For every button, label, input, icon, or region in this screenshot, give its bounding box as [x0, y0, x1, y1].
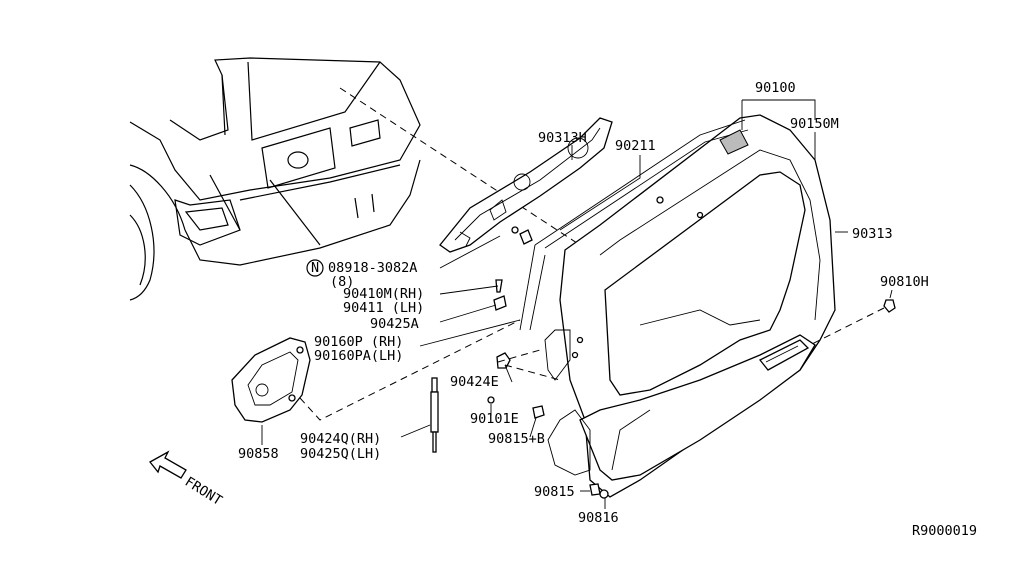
label-90160pa: 90160PA(LH) [314, 348, 403, 364]
label-90424q: 90424Q(RH) [300, 431, 381, 447]
n-symbol-icon [306, 259, 324, 277]
label-90313h: 90313H [538, 130, 587, 146]
label-90816: 90816 [578, 510, 619, 526]
label-08918: 08918-3082A [328, 260, 417, 276]
bolt-90410m [495, 279, 503, 293]
front-arrow-icon [149, 450, 187, 479]
leader-lines [261, 99, 893, 509]
label-90815b: 90815+B [488, 431, 545, 447]
label-90160p: 90160P (RH) [314, 334, 403, 350]
label-90411: 90411 (LH) [343, 300, 424, 316]
label-90150m: 90150M [790, 116, 839, 132]
clip-90425a [493, 295, 507, 311]
label-90425q: 90425Q(LH) [300, 446, 381, 462]
label-reference: R9000019 [912, 523, 977, 539]
lid-90858 [231, 337, 311, 423]
gas-stay [430, 377, 439, 453]
label-n-symbol: N [311, 260, 319, 276]
bumper-90815 [589, 483, 601, 496]
label-90858: 90858 [238, 446, 279, 462]
label-90100: 90100 [755, 80, 796, 96]
label-90410m: 90410M(RH) [343, 286, 424, 302]
label-90211: 90211 [615, 138, 656, 154]
label-90425a: 90425A [370, 316, 419, 332]
clip-90101e [487, 396, 495, 404]
label-90101e: 90101E [470, 411, 519, 427]
finisher-90313h [439, 117, 613, 253]
label-08918-qty: (8) [330, 274, 354, 290]
clip-90816 [599, 489, 609, 499]
label-front: FRONT [182, 474, 225, 509]
label-90815: 90815 [534, 484, 575, 500]
label-90313: 90313 [852, 226, 893, 242]
bumper-90815b [532, 405, 545, 419]
clip-90810h [883, 299, 896, 313]
label-90424e: 90424E [450, 374, 499, 390]
vehicle-rear-illustration [129, 57, 421, 301]
back-door-assembly [519, 114, 836, 498]
label-90810h: 90810H [880, 274, 929, 290]
